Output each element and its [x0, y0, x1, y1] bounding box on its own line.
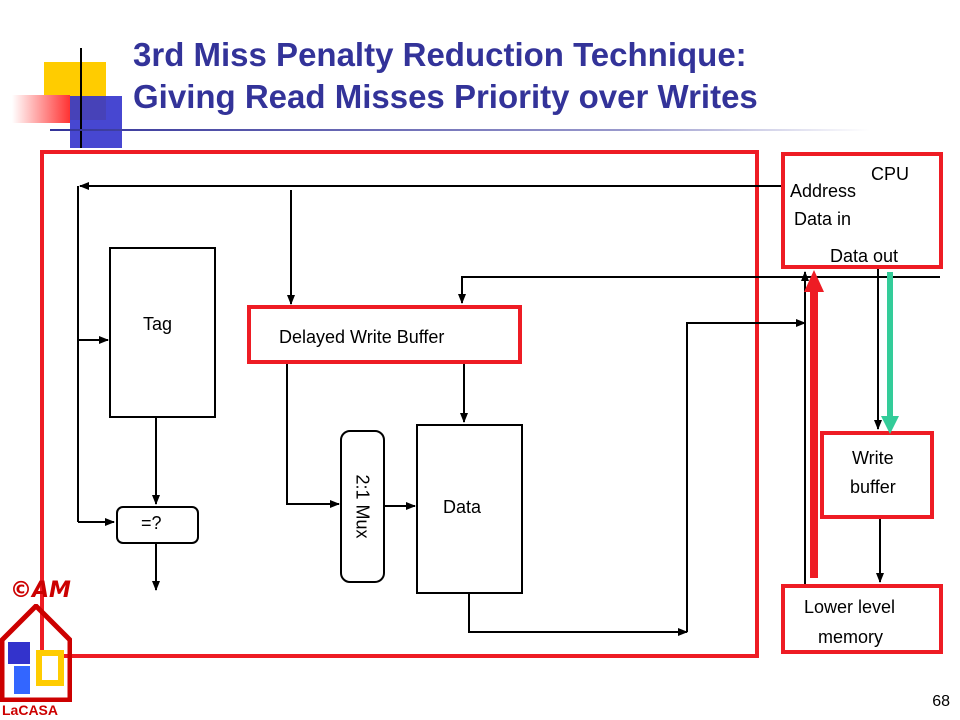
data-label: Data [443, 497, 482, 517]
delayed-write-buffer-box [247, 305, 522, 364]
write-buffer-box [820, 431, 934, 519]
compare-label: =? [141, 513, 162, 533]
data-out-up [686, 319, 806, 632]
lower-level-label-2: memory [818, 627, 884, 647]
compare-box [116, 506, 199, 544]
data-in-label: Data in [794, 209, 852, 229]
lower-level-label-1: Lower level [804, 597, 896, 617]
cache-box [40, 150, 759, 658]
address-label: Address [790, 181, 857, 201]
cpu-label: CPU [871, 164, 910, 184]
slide-title: 3rd Miss Penalty Reduction Technique: Gi… [133, 34, 758, 118]
data-array-box [416, 424, 523, 594]
lacasa-name: LaCASA [2, 702, 59, 718]
title-line-1: 3rd Miss Penalty Reduction Technique: [133, 36, 747, 73]
title-line-2: Giving Read Misses Priority over Writes [133, 78, 758, 115]
lower-level-memory-box [781, 584, 943, 654]
decor-red-square [12, 95, 70, 123]
tag-label: Tag [143, 314, 173, 334]
delayed-write-buffer-label: Delayed Write Buffer [279, 327, 445, 347]
cpu-box [781, 152, 943, 269]
title-underline [50, 129, 870, 131]
read-miss-priority-arrowhead [804, 270, 824, 292]
write-path-arrowhead [881, 416, 899, 434]
page-number: 68 [932, 693, 950, 710]
data-out-label: Data out [830, 246, 899, 266]
write-buffer-label-2: buffer [850, 477, 896, 497]
dwb-to-mux [286, 364, 340, 508]
lacasa-logo-icon [0, 604, 72, 702]
mux-box [340, 430, 385, 583]
cpu-data-out-to-dwb [458, 276, 940, 304]
write-buffer-label-1: Write [852, 448, 894, 468]
decor-blue-square [70, 96, 122, 148]
data-out-path [468, 594, 688, 636]
decor-vertical-line [80, 48, 82, 148]
tag-box [109, 247, 216, 418]
mux-label: 2:1 Mux [352, 474, 373, 539]
copyright-am: ©AM [10, 578, 71, 603]
